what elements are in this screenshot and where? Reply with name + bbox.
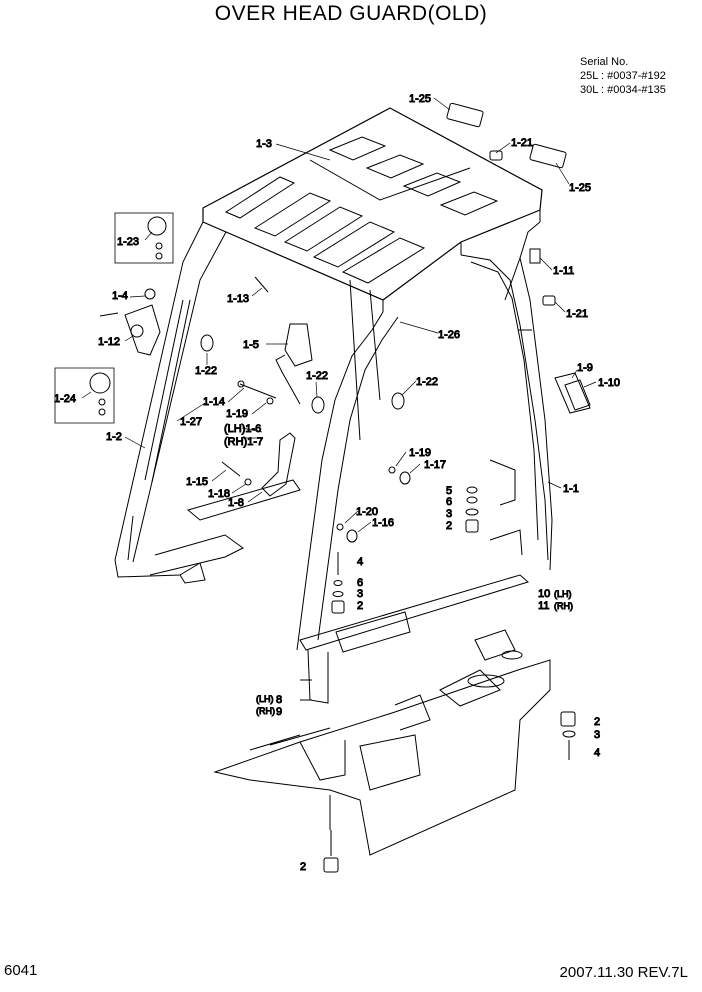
callout-label: 1-15 [186, 476, 208, 488]
roof-openings [224, 136, 499, 284]
cap-1-21-top [489, 150, 503, 161]
washer-1-19-a [266, 397, 274, 405]
bracket-1-4 [124, 304, 161, 356]
callout-labels: 1-25 1-3 1-21 1-25 1-23 1-11 1-4 1-13 1-… [54, 93, 621, 874]
leader-lines [81, 97, 597, 533]
grab-handle [261, 432, 296, 497]
right-side-frame [489, 221, 553, 571]
washer-1-20 [336, 523, 344, 531]
callout-label: 1-20 [356, 506, 378, 518]
callout-label: (RH)1-7 [224, 436, 263, 448]
callout-label: 6 [446, 496, 452, 508]
callout-label: 1-18 [208, 488, 230, 500]
rear-arch-frame [296, 254, 549, 651]
callout-label: 10 [538, 588, 550, 600]
bracket-1-11 [529, 248, 541, 264]
callout-label: 1-9 [577, 362, 593, 374]
floor-base-assembly [213, 629, 551, 856]
roof-panel [202, 107, 543, 312]
callout-label: 3 [594, 729, 600, 741]
callout-label: 1-24 [54, 393, 76, 405]
serial-heading: Serial No. [580, 56, 629, 68]
callout-label: 1-10 [598, 377, 620, 389]
callout-label: 1-1 [563, 483, 579, 495]
callout-suffix: (RH) [554, 601, 573, 611]
washer-1-19-b [388, 466, 396, 474]
callout-label: 1-21 [566, 308, 588, 320]
grommet-1-22-b [311, 396, 325, 414]
bolt-1-14 [239, 383, 277, 399]
callout-label: 1-25 [569, 182, 591, 194]
lamp-1-23 [147, 216, 167, 236]
serial-range-25l: 25L : #0037-#192 [580, 70, 666, 82]
bolt-1-13 [254, 276, 269, 293]
serial-range-30l: 30L : #0034-#135 [580, 84, 666, 96]
callout-label: 9 [276, 706, 282, 718]
lamp-1-25-lower [529, 143, 567, 169]
callout-label: 1-19 [226, 408, 248, 420]
callout-label: 1-2 [106, 431, 122, 443]
small-parts [54, 102, 591, 873]
callout-label: 5 [446, 485, 452, 497]
callout-label: 3 [357, 588, 363, 600]
callout-label: 1-26 [438, 329, 460, 341]
page-title: OVER HEAD GUARD(OLD) [214, 2, 488, 25]
callout-label: 1-19 [409, 447, 431, 459]
grille-1-10 [564, 379, 591, 411]
cap-1-21-side [542, 295, 556, 306]
callout-label: 1-5 [243, 339, 259, 351]
callout-label: 1-13 [227, 293, 249, 305]
callout-label: 6 [357, 577, 363, 589]
lamp-box-1-24 [54, 367, 115, 424]
callout-label: 1-8 [228, 497, 244, 509]
callout-suffix: (LH) [256, 694, 274, 704]
callout-label: 1-17 [424, 459, 446, 471]
callout-label: 1-12 [98, 336, 120, 348]
grille-frame-1-9 [554, 372, 591, 414]
callout-label: 1-11 [553, 265, 574, 277]
callout-label: 11 [538, 600, 549, 612]
callout-label: 2 [446, 520, 452, 532]
lamp-1-24 [89, 372, 111, 394]
callout-label: 4 [594, 747, 600, 759]
mirror-1-5 [284, 323, 313, 367]
washer-1-18 [244, 478, 252, 486]
callout-label: 1-3 [256, 138, 272, 150]
callout-label: 1-21 [511, 137, 533, 149]
callout-label: 1-23 [117, 236, 139, 248]
callout-label: 1-25 [409, 93, 431, 105]
lamp-box-1-23 [114, 212, 174, 264]
callout-label: 4 [357, 556, 363, 568]
revision-date: 2007.11.30 REV.7L [559, 964, 688, 981]
grommet-1-22-a [200, 334, 214, 352]
callout-label: 2 [300, 861, 306, 873]
callout-label: 1-27 [180, 416, 202, 428]
page-number: 6041 [4, 962, 38, 979]
serial-number-block: Serial No. 25L : #0037-#192 30L : #0034-… [580, 55, 666, 97]
callout-label: 1-22 [195, 365, 217, 377]
callout-label: 2 [594, 716, 600, 728]
callout-suffix: (LH) [554, 589, 572, 599]
grommet-1-22-c [391, 392, 405, 410]
cap-1-17 [399, 471, 411, 485]
lamp-1-25-upper [446, 102, 484, 128]
bolt-1-15 [221, 461, 241, 477]
cap-1-16 [346, 529, 358, 543]
left-front-pillar [114, 221, 244, 584]
callout-label: 1-14 [203, 396, 225, 408]
callout-label: (LH)1-6 [224, 423, 261, 435]
callout-label: 1-22 [306, 370, 328, 382]
lower-frame-members [186, 479, 530, 704]
callout-label: 3 [446, 508, 452, 520]
callout-suffix: (RH) [256, 706, 275, 716]
callout-label: 1-22 [416, 376, 438, 388]
callout-label: 2 [357, 600, 363, 612]
callout-label: 8 [276, 694, 282, 706]
callout-label: 1-4 [112, 290, 128, 302]
callout-label: 1-16 [372, 517, 394, 529]
